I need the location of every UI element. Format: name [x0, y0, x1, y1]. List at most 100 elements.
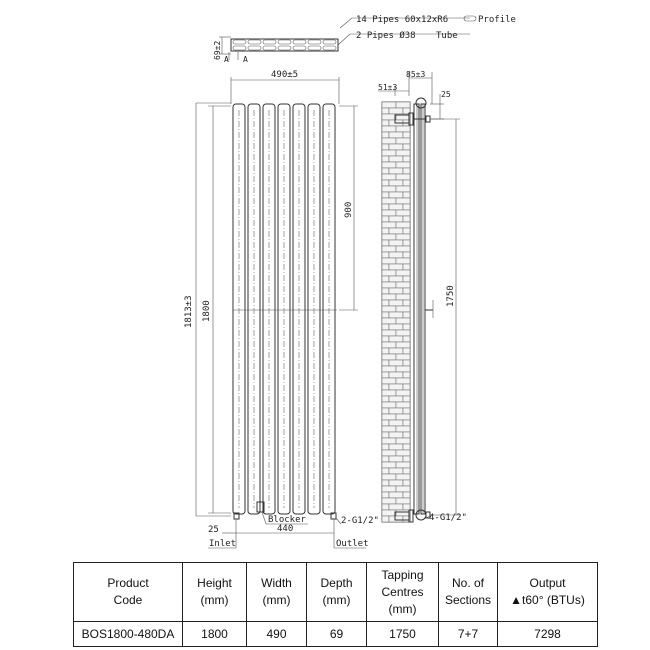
table-header-row: Product Code Height (mm) Width (mm) Dept… — [73, 562, 598, 622]
blocker-valve — [256, 501, 265, 513]
height-dim: 1800 — [202, 300, 212, 322]
brick — [388, 179, 404, 187]
width-dim: 490±5 — [271, 70, 298, 80]
brick — [395, 245, 411, 253]
overall-height-dim: 1813±3 — [184, 295, 194, 328]
table-row: BOS1800-480DA 1800 490 69 1750 7+7 7298 — [73, 621, 598, 647]
brick — [381, 467, 390, 475]
brick — [395, 269, 411, 277]
brick — [395, 461, 411, 469]
tube-word: Tube — [436, 31, 458, 41]
brick — [395, 185, 411, 193]
brick — [402, 371, 411, 379]
brick — [381, 503, 390, 511]
brick — [381, 335, 390, 343]
brick — [395, 485, 411, 493]
profile-view: 14 Pipes 60x12xR6 Profile 2 Pipes Ø38 Tu… — [213, 15, 516, 64]
brick — [381, 491, 390, 499]
brick — [395, 161, 411, 169]
brick — [395, 149, 411, 157]
brick — [381, 191, 390, 199]
brick — [402, 491, 411, 499]
profile-pipe — [277, 39, 292, 45]
brick — [388, 515, 404, 523]
brick — [381, 119, 390, 127]
brick — [381, 233, 397, 241]
brick — [402, 431, 411, 439]
profile-pipes — [232, 39, 337, 51]
brick — [381, 305, 397, 313]
profile-pipe — [277, 45, 292, 51]
brick — [402, 239, 411, 247]
front-view: 490±5 1813±3 1800 900 440 25 Blocker 2-G… — [184, 70, 379, 549]
brick — [381, 203, 390, 211]
brick — [381, 257, 397, 265]
brick — [388, 275, 404, 283]
header-width: Width (mm) — [246, 562, 307, 622]
brick — [395, 221, 411, 229]
outlet-label: Outlet — [336, 539, 369, 549]
brick — [402, 191, 411, 199]
brick — [395, 401, 411, 409]
brick — [381, 317, 397, 325]
brick — [388, 239, 404, 247]
front-connection-label: 2-G1/2" — [341, 516, 379, 526]
depth-dim: 69±2 — [213, 41, 222, 60]
radiator-tube — [292, 103, 306, 515]
brick — [395, 233, 411, 241]
brick — [381, 275, 390, 283]
brick — [402, 503, 411, 511]
profile-pipe — [262, 39, 277, 45]
brick — [402, 287, 411, 295]
brick — [388, 455, 404, 463]
brick — [402, 395, 411, 403]
technical-drawing: 14 Pipes 60x12xR6 Profile 2 Pipes Ø38 Tu… — [184, 15, 516, 549]
brick — [388, 503, 404, 511]
section-mark-right: A — [243, 55, 248, 64]
brick — [395, 137, 411, 145]
brick — [388, 167, 404, 175]
brick — [381, 251, 390, 259]
brick — [381, 155, 390, 163]
brick — [395, 173, 411, 181]
brick — [381, 245, 397, 253]
header-product-code: Product Code — [73, 562, 183, 622]
brick — [402, 443, 411, 451]
brick — [402, 383, 411, 391]
radiator-tube — [262, 103, 276, 515]
brick — [381, 443, 390, 451]
brick — [402, 215, 411, 223]
brick — [388, 479, 404, 487]
profile-pipe — [232, 45, 247, 51]
brick — [395, 449, 411, 457]
brick — [381, 239, 390, 247]
brick — [395, 329, 411, 337]
brick — [402, 179, 411, 187]
side-view: 85±3 51±3 25 1750 4-G1/2" — [378, 70, 467, 523]
inlet-label: Inlet — [209, 539, 236, 549]
radiator-tube — [322, 103, 336, 515]
brick — [402, 275, 411, 283]
brick — [388, 431, 404, 439]
brick — [381, 125, 397, 133]
brick — [395, 389, 411, 397]
brick — [381, 437, 397, 445]
brick — [395, 293, 411, 301]
brick — [402, 299, 411, 307]
brick — [381, 113, 397, 121]
brick — [381, 167, 390, 175]
profile-pipe — [247, 39, 262, 45]
profile-pipe — [292, 45, 307, 51]
radiator-tube — [277, 103, 291, 515]
brick — [381, 173, 397, 181]
brick — [381, 479, 390, 487]
brick — [381, 431, 390, 439]
brick — [381, 209, 397, 217]
blocker-label: Blocker — [268, 515, 307, 525]
brick — [395, 305, 411, 313]
brick — [381, 227, 390, 235]
brick — [388, 419, 404, 427]
brick — [381, 347, 390, 355]
brick — [381, 149, 397, 157]
profile-pipe — [307, 45, 322, 51]
